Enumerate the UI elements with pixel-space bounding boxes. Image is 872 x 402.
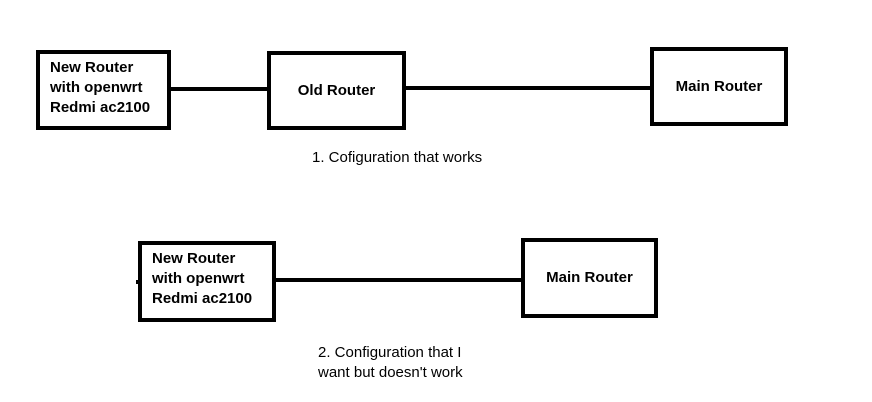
caption-2-line1: 2. Configuration that I <box>318 344 462 361</box>
main-router-label-1: Main Router <box>675 77 763 95</box>
new-router-box-1: New Router with openwrt Redmi ac2100 <box>36 50 171 130</box>
caption-configuration-2: 2. Configuration that I want but doesn't… <box>318 343 463 383</box>
new-router-2-label-line2: with openwrt <box>152 270 245 287</box>
new-router-label-line2: with openwrt <box>50 79 143 96</box>
main-router-box-1: Main Router <box>650 47 788 126</box>
link-old-to-main-router <box>403 86 652 90</box>
caption-2-line2: want but doesn't work <box>318 364 463 381</box>
new-router-label-line1: New Router <box>50 59 134 76</box>
main-router-box-2: Main Router <box>521 238 658 318</box>
new-router-2-label-line1: New Router <box>152 250 236 267</box>
new-router-2-label-line3: Redmi ac2100 <box>152 290 253 307</box>
new-router-label-line3: Redmi ac2100 <box>50 99 151 116</box>
old-router-box: Old Router <box>267 51 406 130</box>
new-router-box-2: New Router with openwrt Redmi ac2100 <box>138 241 276 322</box>
caption-configuration-1: 1. Cofiguration that works <box>312 148 482 168</box>
caption-1-text: 1. Cofiguration that works <box>312 149 483 166</box>
link-new-to-old-router <box>168 87 270 91</box>
old-router-label: Old Router <box>297 81 376 99</box>
link-new-to-main-router <box>274 278 524 282</box>
main-router-label-2: Main Router <box>546 269 633 286</box>
